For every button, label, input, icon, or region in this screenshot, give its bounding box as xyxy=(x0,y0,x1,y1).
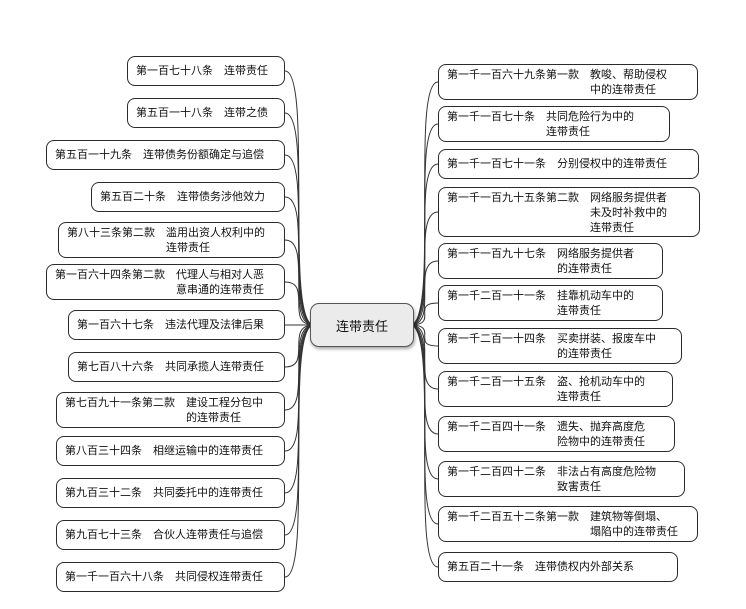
left-topic-label: 第九百七十三条 合伙人连带责任与追偿 xyxy=(65,528,263,541)
left-topic-6[interactable]: 第一百六十四条第二款 代理人与相对人恶 意串通的连带责任 xyxy=(46,264,285,300)
right-topic-label: 第一千二百一十四条 买卖拼装、报废车中 的连带责任 xyxy=(447,332,656,360)
right-topic-5[interactable]: 第一千一百九十七条 网络服务提供者 的连带责任 xyxy=(438,243,663,279)
left-topic-4[interactable]: 第五百二十条 连带债务涉他效力 xyxy=(91,182,285,212)
left-connector-8 xyxy=(284,324,315,368)
right-topic-2[interactable]: 第一千一百七十条 共同危险行为中的 连带责任 xyxy=(438,106,670,142)
right-topic-label: 第一千二百五十二条第一款 建筑物等倒塌、 塌陷中的连带责任 xyxy=(447,510,678,538)
right-topic-1[interactable]: 第一千一百六十九条第一款 教唆、帮助侵权 中的连带责任 xyxy=(438,64,698,100)
right-topic-4[interactable]: 第一千一百九十五条第二款 网络服务提供者 未及时补救中的 连带责任 xyxy=(438,187,700,237)
left-topic-13[interactable]: 第一千一百六十八条 共同侵权连带责任 xyxy=(56,562,285,592)
left-topic-1[interactable]: 第一百七十八条 连带责任 xyxy=(127,56,285,86)
left-topic-9[interactable]: 第七百九十一条第二款 建设工程分包中 的连带责任 xyxy=(56,392,285,428)
right-topic-3[interactable]: 第一千一百七十一条 分别侵权中的连带责任 xyxy=(438,149,699,179)
right-connector-5 xyxy=(409,260,439,326)
right-topic-label: 第一千二百一十五条 盗、抢机动车中的 连带责任 xyxy=(447,375,645,403)
right-topic-label: 第一千一百九十五条第二款 网络服务提供者 未及时补救中的 连带责任 xyxy=(447,191,667,234)
right-topic-label: 第一千一百七十条 共同危险行为中的 连带责任 xyxy=(447,110,634,138)
left-topic-label: 第一百六十七条 违法代理及法律后果 xyxy=(77,318,264,331)
left-topic-label: 第一百七十八条 连带责任 xyxy=(136,64,268,77)
left-topic-label: 第八十三条第二款 滥用出资人权利中的 连带责任 xyxy=(67,226,265,254)
right-topic-7[interactable]: 第一千二百一十四条 买卖拼装、报废车中 的连带责任 xyxy=(438,328,682,364)
right-topic-6[interactable]: 第一千二百一十一条 挂靠机动车中的 连带责任 xyxy=(438,285,663,321)
left-topic-label: 第一百六十四条第二款 代理人与相对人恶 意串通的连带责任 xyxy=(55,268,264,296)
right-topic-8[interactable]: 第一千二百一十五条 盗、抢机动车中的 连带责任 xyxy=(438,371,673,407)
left-topic-label: 第五百一十八条 连带之债 xyxy=(136,106,268,119)
left-topic-3[interactable]: 第五百一十九条 连带债务份额确定与追偿 xyxy=(46,140,285,170)
left-topic-10[interactable]: 第八百三十四条 相继运输中的连带责任 xyxy=(56,436,285,466)
right-topic-label: 第一千二百四十一条 遗失、抛弃高度危 险物中的连带责任 xyxy=(447,420,645,448)
right-topic-9[interactable]: 第一千二百四十一条 遗失、抛弃高度危 险物中的连带责任 xyxy=(438,416,675,452)
central-topic-label: 连带责任 xyxy=(335,319,388,335)
left-topic-label: 第五百二十条 连带债务涉他效力 xyxy=(100,190,265,203)
left-connector-13 xyxy=(284,324,315,578)
right-topic-label: 第一千一百六十九条第一款 教唆、帮助侵权 中的连带责任 xyxy=(447,68,667,96)
central-topic[interactable]: 连带责任 xyxy=(310,303,414,347)
left-topic-label: 第五百一十九条 连带债务份额确定与追偿 xyxy=(55,148,264,161)
left-topic-label: 第七百八十六条 共同承揽人连带责任 xyxy=(77,360,264,373)
left-topic-11[interactable]: 第九百三十二条 共同委托中的连带责任 xyxy=(56,478,285,508)
right-topic-label: 第五百二十一条 连带债权内外部关系 xyxy=(447,560,634,573)
left-topic-label: 第一千一百六十八条 共同侵权连带责任 xyxy=(65,570,263,583)
right-topic-label: 第一千一百九十七条 网络服务提供者 的连带责任 xyxy=(447,247,634,275)
left-topic-label: 第八百三十四条 相继运输中的连带责任 xyxy=(65,444,263,457)
right-topic-label: 第一千一百七十一条 分别侵权中的连带责任 xyxy=(447,157,667,170)
left-connector-4 xyxy=(284,196,315,326)
left-topic-label: 第九百三十二条 共同委托中的连带责任 xyxy=(65,486,263,499)
right-connector-12 xyxy=(409,324,439,568)
right-connector-4 xyxy=(409,211,439,326)
right-topic-11[interactable]: 第一千二百五十二条第一款 建筑物等倒塌、 塌陷中的连带责任 xyxy=(438,506,698,542)
right-topic-label: 第一千二百四十二条 非法占有高度危险物 致害责任 xyxy=(447,465,656,493)
right-connector-7 xyxy=(409,324,439,347)
left-topic-12[interactable]: 第九百七十三条 合伙人连带责任与追偿 xyxy=(56,520,285,550)
left-topic-8[interactable]: 第七百八十六条 共同承揽人连带责任 xyxy=(68,352,285,382)
left-topic-label: 第七百九十一条第二款 建设工程分包中 的连带责任 xyxy=(65,396,263,424)
left-connector-6 xyxy=(284,281,315,326)
left-topic-2[interactable]: 第五百一十八条 连带之债 xyxy=(127,98,285,128)
right-topic-label: 第一千二百一十一条 挂靠机动车中的 连带责任 xyxy=(447,289,634,317)
right-topic-12[interactable]: 第五百二十一条 连带债权内外部关系 xyxy=(438,552,678,582)
left-topic-7[interactable]: 第一百六十七条 违法代理及法律后果 xyxy=(68,310,285,340)
left-topic-5[interactable]: 第八十三条第二款 滥用出资人权利中的 连带责任 xyxy=(58,222,285,258)
right-connector-6 xyxy=(409,302,439,326)
left-connector-5 xyxy=(284,239,315,326)
right-topic-10[interactable]: 第一千二百四十二条 非法占有高度危险物 致害责任 xyxy=(438,461,685,497)
